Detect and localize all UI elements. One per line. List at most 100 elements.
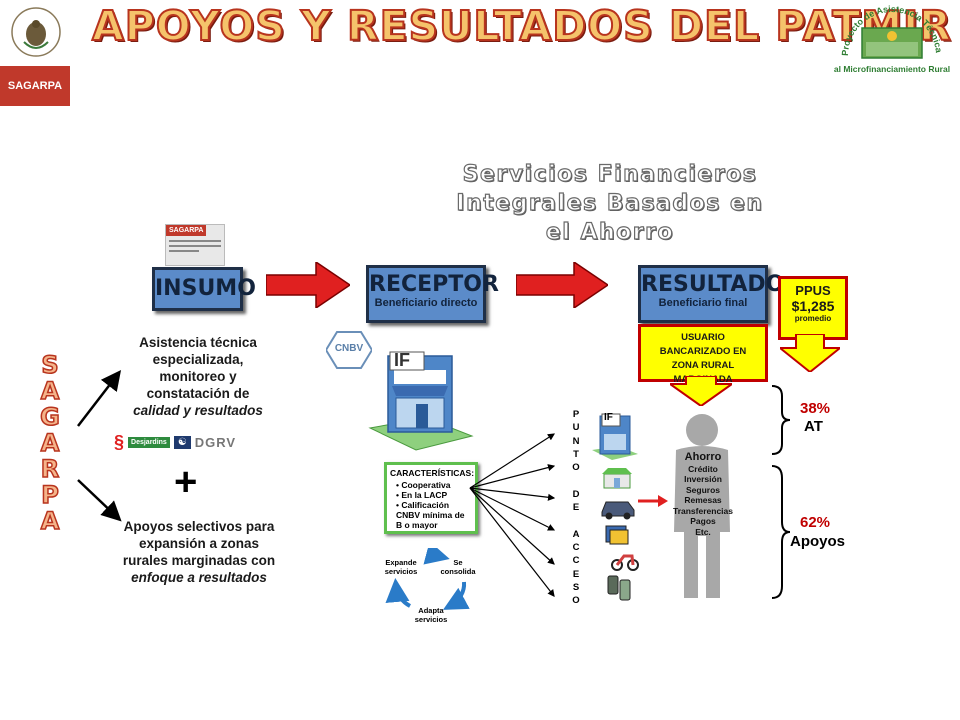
red-arrow-to-user: [638, 495, 668, 507]
vertical-letter: G: [39, 403, 60, 431]
resultado-title: RESULTADO: [641, 272, 785, 297]
flow-arrow-2: [516, 262, 608, 308]
apoyos-percent: 62%: [800, 514, 831, 531]
service-item: Inversión: [684, 474, 722, 484]
cycle-expande: Expande servicios: [384, 558, 418, 576]
if-label: IF: [394, 350, 410, 370]
vertical-letter: A: [40, 377, 60, 405]
service-item: Transferencias: [672, 505, 733, 516]
vertical-letter: A: [40, 429, 60, 457]
punto-letter: E: [572, 568, 580, 580]
service-item: Etc.: [695, 526, 711, 537]
punto-de-acceso: P U N T O D E A C C E S O: [570, 408, 582, 607]
punto-letter: O: [572, 462, 580, 474]
punto-letter: [570, 474, 582, 487]
punto-letter: O: [572, 595, 580, 607]
cycle-consolida: Se consolida: [440, 558, 476, 576]
service-item: Remesas: [684, 495, 722, 505]
mexico-emblem: [4, 2, 68, 62]
punto-letter: E: [572, 502, 580, 514]
ppus-arrow: [780, 334, 840, 372]
user-silhouette: [674, 414, 730, 598]
caracteristicas-box: CARACTERÍSTICAS: • Cooperativa • En la L…: [384, 462, 478, 534]
punto-letter: A: [572, 528, 580, 540]
caracteristicas-item: • Calificación CNBV mínima de B o mayor: [396, 500, 465, 530]
resultado-box: RESULTADO Beneficiario final: [638, 265, 785, 323]
apoyos-text: Apoyos selectivos para expansión a zonas…: [104, 518, 294, 586]
card-icon: [604, 522, 630, 548]
punto-letter: [570, 514, 582, 527]
punto-letter: D: [572, 488, 580, 500]
vertical-letter: R: [40, 455, 60, 483]
flow-arrow-1: [266, 262, 350, 308]
desjardins-logo: Desjardins: [128, 436, 170, 448]
patmir-bottom-text: al Microfinanciamiento Rural: [833, 64, 951, 74]
brace-apoyos: [771, 465, 791, 599]
sagarpa-card: SAGARPA: [165, 224, 225, 266]
dgrv-logo: DGRV: [194, 434, 237, 450]
service-item: Pagos: [690, 516, 716, 526]
apoyos-line: expansión a zonas: [138, 536, 260, 551]
ppus-title: PPUS: [795, 283, 831, 298]
sagarpa-logo: SAGARPA: [0, 66, 70, 106]
caracteristicas-item: • En la LACP: [396, 490, 448, 500]
usuario-arrow: [670, 376, 732, 406]
small-if-building: IF: [590, 410, 640, 462]
phone-icon: [604, 572, 634, 602]
receptor-sub: Beneficiario directo: [374, 297, 478, 309]
brace-at: [771, 385, 791, 455]
plus-sign: +: [174, 460, 198, 504]
ppus-box: PPUS $1,285 promedio: [778, 276, 848, 340]
patmir-logo: Proyecto de Asistencia Técnica al Microf…: [830, 0, 954, 80]
moto-icon: [610, 548, 640, 572]
ppus-sub: promedio: [794, 314, 832, 323]
cnbv-logo: CNBV: [324, 330, 374, 370]
asistencia-line: monitoreo y: [159, 369, 237, 384]
vertical-sagarpa: S A G A R P A: [38, 351, 62, 535]
hands-icon: ☯: [173, 435, 191, 449]
small-if-label: IF: [604, 412, 613, 423]
insumo-label: INSUMO: [155, 276, 256, 301]
resultado-sub: Beneficiario final: [658, 297, 748, 309]
subtitle-line: el Ahorro: [545, 219, 675, 245]
page-title: APOYOS Y RESULTADOS DEL PATMIR II: [91, 1, 960, 51]
store-icon: [602, 466, 632, 490]
fan-arrows: [469, 433, 556, 597]
asistencia-line: especializada,: [152, 352, 244, 367]
at-percent: 38%: [800, 400, 831, 417]
cycle-adapta: Adapta servicios: [414, 606, 448, 624]
cycle-arrows: [385, 548, 470, 610]
vertical-letter: S: [41, 351, 60, 379]
punto-letter: C: [572, 555, 580, 567]
usuario-box: USUARIO BANCARIZADO EN ZONA RURAL MARGIN…: [638, 324, 768, 385]
asistencia-line: Asistencia técnica: [139, 335, 257, 350]
apoyos-line: Apoyos selectivos para: [123, 519, 275, 534]
apoyos-line: rurales marginadas con: [122, 553, 276, 568]
asistencia-line: constatación de: [146, 386, 250, 401]
punto-letter: T: [573, 448, 579, 460]
apoyos-label: Apoyos: [790, 533, 846, 550]
at-label: AT: [804, 418, 823, 435]
receptor-box: RECEPTOR Beneficiario directo: [366, 265, 499, 323]
services-list: Ahorro Crédito Inversión Seguros Remesas…: [664, 452, 742, 537]
apoyos-italic: enfoque a resultados: [131, 570, 267, 585]
service-item: Seguros: [685, 484, 720, 495]
vehicle-icon: [600, 494, 636, 520]
punto-letter: U: [572, 422, 580, 434]
subtitle: Servicios Financieros Integrales Basados…: [440, 160, 780, 247]
receptor-title: RECEPTOR: [369, 272, 499, 297]
cnbv-label: CNBV: [334, 343, 364, 354]
punto-letter: N: [572, 435, 580, 447]
asistencia-italic: calidad y resultados: [133, 403, 263, 418]
partner-logos: § Desjardins ☯ DGRV: [114, 432, 274, 452]
caracteristicas-item: • Cooperativa: [396, 480, 451, 490]
sagarpa-arrows: [77, 370, 122, 522]
sagarpa-card-label: SAGARPA: [166, 225, 206, 236]
caracteristicas-title: CARACTERÍSTICAS:: [390, 468, 475, 478]
ppus-value: $1,285: [791, 298, 835, 314]
punto-letter: S: [572, 581, 580, 593]
asistencia-text: Asistencia técnica especializada, monito…: [108, 334, 288, 419]
insumo-box: INSUMO: [152, 267, 256, 311]
subtitle-line: Servicios Financieros: [462, 161, 758, 187]
service-item: Ahorro: [684, 451, 722, 463]
